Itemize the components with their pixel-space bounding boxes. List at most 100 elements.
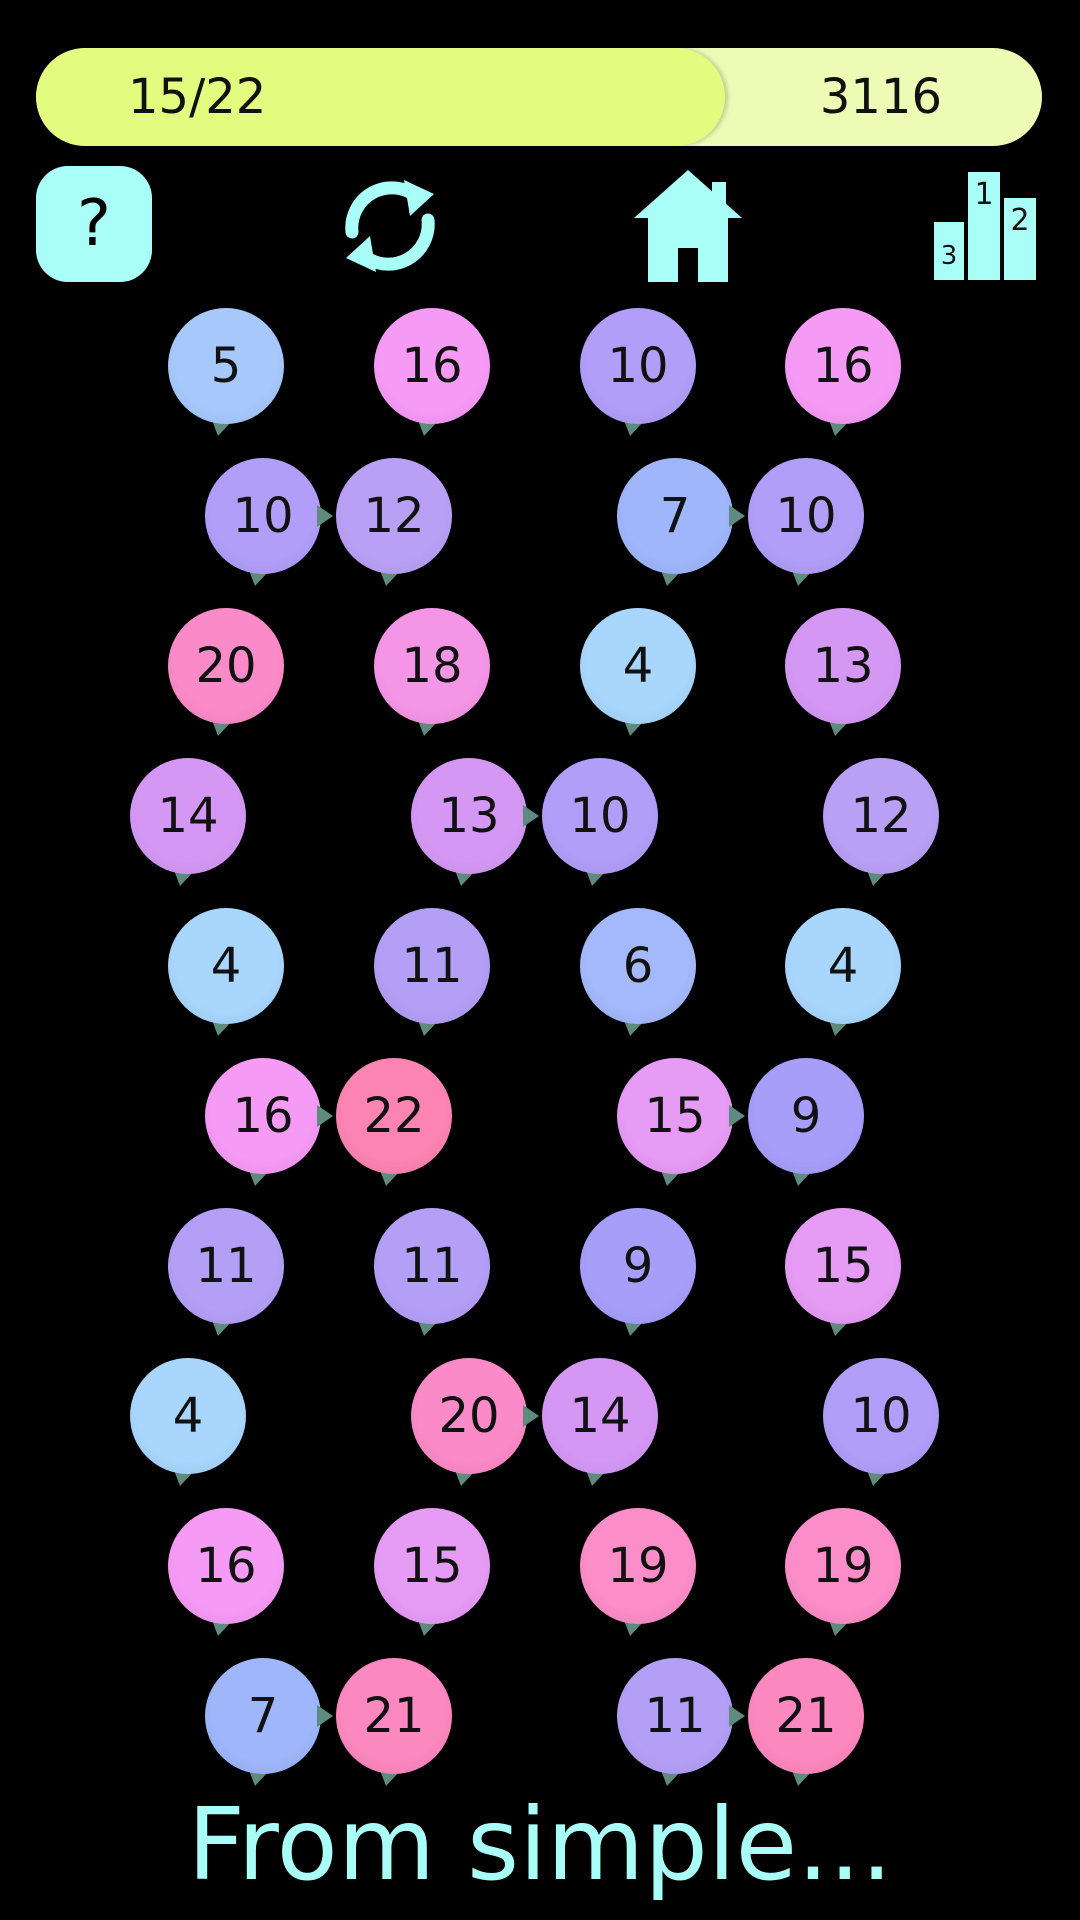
bubble-disc (205, 1658, 321, 1774)
podium-first-label: 1 (974, 177, 993, 212)
number-bubble[interactable]: 12 (336, 458, 452, 586)
bubble-disc (580, 608, 696, 724)
number-bubble[interactable]: 15 (785, 1208, 901, 1336)
number-bubble[interactable]: 16 (205, 1058, 321, 1186)
bubble-disc (823, 1358, 939, 1474)
number-bubble[interactable]: 7 (205, 1658, 321, 1786)
number-bubble[interactable]: 16 (168, 1508, 284, 1636)
bubble-value: 14 (569, 1388, 631, 1444)
number-bubble[interactable]: 19 (580, 1508, 696, 1636)
number-bubble[interactable]: 10 (580, 308, 696, 436)
bubble-value: 13 (812, 638, 874, 694)
number-bubble[interactable]: 16 (374, 308, 490, 436)
bubble-disc (580, 1208, 696, 1324)
number-bubble[interactable]: 11 (168, 1208, 284, 1336)
bubble-value: 12 (850, 788, 912, 844)
number-bubble[interactable]: 4 (130, 1358, 246, 1486)
link-arrow (317, 505, 333, 527)
home-button[interactable] (628, 166, 748, 286)
bubble-disc (336, 1058, 452, 1174)
number-bubble[interactable]: 12 (823, 758, 939, 886)
number-bubble[interactable]: 13 (411, 758, 527, 886)
bubble-value: 12 (363, 488, 425, 544)
help-button[interactable]: ? (36, 166, 152, 282)
bubble-disc (411, 1358, 527, 1474)
progress-fill (36, 48, 726, 146)
bubble-value: 11 (401, 938, 463, 994)
number-bubble[interactable]: 13 (785, 608, 901, 736)
number-bubble[interactable]: 21 (336, 1658, 452, 1786)
link-arrow (523, 805, 539, 827)
home-icon (634, 170, 742, 282)
bubble-value: 15 (644, 1088, 706, 1144)
bubble-disc (130, 1358, 246, 1474)
link-arrow (523, 1405, 539, 1427)
number-bubble[interactable]: 14 (542, 1358, 658, 1486)
number-bubble[interactable]: 11 (617, 1658, 733, 1786)
number-bubble[interactable]: 21 (748, 1658, 864, 1786)
podium-second-label: 2 (1010, 203, 1029, 238)
bubble-value: 19 (812, 1538, 874, 1594)
link-arrow (317, 1105, 333, 1127)
level-progress-bar: 15/22 3116 (36, 48, 1042, 146)
bubble-disc (617, 458, 733, 574)
bubble-value: 10 (607, 338, 669, 394)
bubble-value: 20 (195, 638, 257, 694)
number-bubble[interactable]: 4 (580, 608, 696, 736)
number-bubble[interactable]: 15 (617, 1058, 733, 1186)
bubble-value: 10 (569, 788, 631, 844)
number-bubble[interactable]: 4 (168, 908, 284, 1036)
number-bubble[interactable]: 4 (785, 908, 901, 1036)
bubble-value: 20 (438, 1388, 500, 1444)
number-bubble[interactable]: 18 (374, 608, 490, 736)
number-bubble[interactable]: 20 (168, 608, 284, 736)
tagline: From simple... (187, 1786, 893, 1903)
number-bubble[interactable]: 5 (168, 308, 284, 436)
bubble-value: 10 (775, 488, 837, 544)
bubble-value: 16 (401, 338, 463, 394)
bubble-disc (336, 458, 452, 574)
link-arrow (729, 505, 745, 527)
number-bubble[interactable]: 11 (374, 1208, 490, 1336)
leaderboard-icon: 3 1 2 (934, 172, 1036, 280)
number-bubble[interactable]: 20 (411, 1358, 527, 1486)
bubble-value: 11 (195, 1238, 257, 1294)
bubble-value: 11 (401, 1238, 463, 1294)
bubble-disc (823, 758, 939, 874)
bubble-disc (168, 908, 284, 1024)
number-bubble[interactable]: 10 (542, 758, 658, 886)
number-bubble[interactable]: 10 (823, 1358, 939, 1486)
bubble-disc (374, 1508, 490, 1624)
restart-button[interactable] (330, 166, 450, 286)
number-bubble[interactable]: 9 (748, 1058, 864, 1186)
number-bubble[interactable]: 11 (374, 908, 490, 1036)
bubble-value: 9 (622, 1238, 654, 1294)
number-bubble[interactable]: 10 (205, 458, 321, 586)
bubble-disc (168, 1208, 284, 1324)
bubble-value: 14 (157, 788, 219, 844)
leaderboard-button[interactable]: 3 1 2 (930, 166, 1042, 282)
number-bubble[interactable]: 15 (374, 1508, 490, 1636)
bubble-disc (374, 308, 490, 424)
number-bubble[interactable]: 9 (580, 1208, 696, 1336)
number-bubble[interactable]: 22 (336, 1058, 452, 1186)
link-arrow (317, 1705, 333, 1727)
bubble-value: 19 (607, 1538, 669, 1594)
bubble-disc (785, 1508, 901, 1624)
number-bubble[interactable]: 19 (785, 1508, 901, 1636)
bubble-disc (205, 458, 321, 574)
number-bubble[interactable]: 7 (617, 458, 733, 586)
bubble-disc (748, 458, 864, 574)
number-bubble[interactable]: 14 (130, 758, 246, 886)
number-bubble[interactable]: 10 (748, 458, 864, 586)
bubble-value: 22 (363, 1088, 425, 1144)
bubble-value: 6 (622, 938, 654, 994)
bubble-value: 18 (401, 638, 463, 694)
bubble-disc (542, 758, 658, 874)
number-bubble[interactable]: 16 (785, 308, 901, 436)
bubble-disc (168, 608, 284, 724)
bubble-disc (785, 608, 901, 724)
number-bubble[interactable]: 6 (580, 908, 696, 1036)
bubble-value: 4 (622, 638, 654, 694)
link-arrow (729, 1705, 745, 1727)
